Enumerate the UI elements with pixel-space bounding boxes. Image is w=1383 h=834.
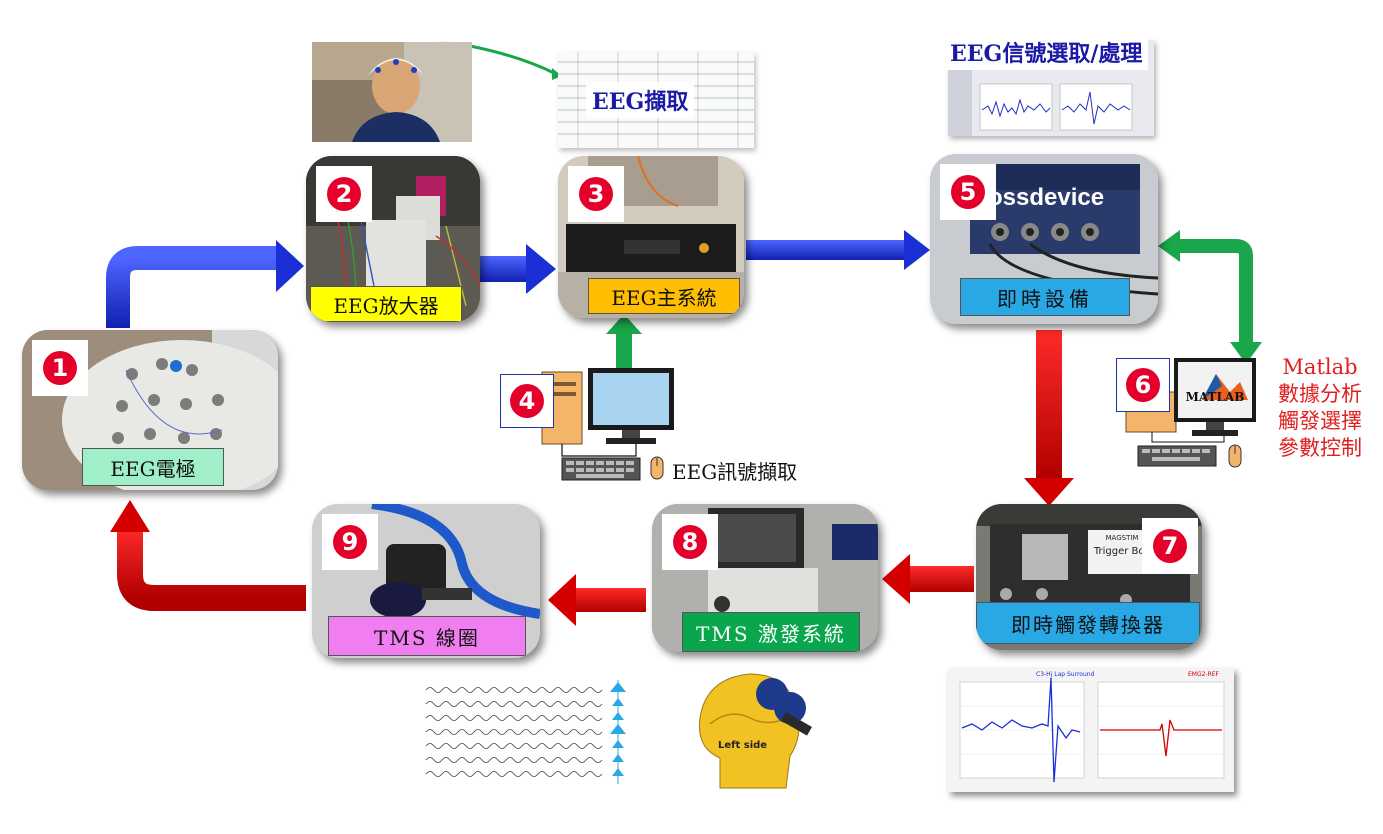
node-6-line-3: 觸發選擇	[1278, 409, 1362, 433]
node-3-eeg-main-system: 3 EEG主系統	[558, 156, 744, 318]
eeg-capture-caption: EEG擷取	[586, 82, 695, 118]
node-1-eeg-electrode: 1 EEG電極	[22, 330, 278, 490]
node-8-tms-system: 8 TMS 激發系統	[652, 504, 878, 652]
signal-selection-caption: EEG信號選取/處理	[944, 34, 1149, 70]
node-4-computer: 4	[496, 360, 696, 490]
emg-title-right: EMG2-REF	[1188, 671, 1220, 678]
node-4-number-box: 4	[500, 374, 554, 428]
node-6-number-box: 6	[1116, 358, 1170, 412]
node-1-label: EEG電極	[82, 448, 224, 486]
node-9-number: 9	[333, 525, 367, 559]
node-6-description: Matlab 數據分析 觸發選擇 參數控制	[1262, 354, 1378, 462]
node-5-realtime-device: ossdevice 5 即時設備	[930, 154, 1158, 324]
arrow-5-to-7	[1036, 330, 1062, 480]
arrow-9-to-1	[117, 528, 306, 611]
mouse-icon-2	[1228, 444, 1242, 468]
node-3-number-box: 3	[568, 166, 624, 222]
arrow-1-to-2	[106, 246, 278, 328]
node-2-eeg-amplifier: 2 EEG放大器	[306, 156, 480, 322]
node-7-label: 即時觸發轉換器	[976, 602, 1200, 644]
node-6-line-1: Matlab	[1282, 355, 1358, 379]
head-coil-illustration: Left side	[690, 668, 820, 792]
subject-eeg-cap-photo	[312, 42, 472, 142]
emg-title-left: C3-Hj Lap Surround	[1036, 671, 1095, 678]
bossdevice-logo-text: ossdevice	[988, 184, 1105, 211]
keyboard-icon	[560, 456, 642, 482]
node-6-number: 6	[1126, 368, 1160, 402]
node-1-number-box: 1	[32, 340, 88, 396]
node-5-number-box: 5	[940, 164, 996, 220]
arrow-5-to-6	[1178, 239, 1253, 346]
node-2-label: EEG放大器	[310, 286, 462, 322]
node-4-label: EEG訊號擷取	[672, 460, 798, 484]
node-4-number: 4	[510, 384, 544, 418]
arrow-3-to-4	[616, 330, 632, 380]
node-8-number: 8	[673, 525, 707, 559]
node-9-tms-coil: 9 TMS 線圈	[312, 504, 540, 658]
signal-processing-screenshot: EEG信號選取/處理	[944, 34, 1154, 136]
arrowhead-1-to-2	[276, 240, 304, 292]
eeg-traces-figure	[396, 680, 676, 788]
keyboard-icon-2	[1136, 444, 1218, 468]
node-6-matlab-computer: MATLAB 6	[1112, 352, 1262, 472]
node-7-trigger-converter: MAGSTIM Trigger Box 7 即時觸發轉換器	[976, 504, 1202, 650]
matlab-logo-text: MATLAB	[1185, 390, 1245, 404]
node-6-line-2: 數據分析	[1278, 382, 1362, 406]
node-8-number-box: 8	[662, 514, 718, 570]
node-2-number-box: 2	[316, 166, 372, 222]
node-5-label: 即時設備	[960, 278, 1130, 316]
left-side-label: Left side	[718, 740, 768, 751]
node-5-number: 5	[951, 175, 985, 209]
trigger-box-text-1: MAGSTIM	[1105, 534, 1139, 542]
eeg-capture-screenshot: EEG擷取	[558, 52, 754, 148]
trigger-box-text-2: Trigger Box	[1093, 546, 1151, 557]
node-1-number: 1	[43, 351, 77, 385]
computer-icon	[541, 368, 674, 457]
emg-response-plots: C3-Hj Lap Surround EMG2-REF	[948, 668, 1234, 792]
mouse-icon	[650, 456, 664, 480]
node-8-label: TMS 激發系統	[682, 612, 860, 652]
node-7-number-box: 7	[1142, 518, 1198, 574]
node-9-label: TMS 線圈	[328, 616, 526, 656]
node-9-number-box: 9	[322, 514, 378, 570]
node-3-label: EEG主系統	[588, 278, 740, 314]
arrow-7-to-8	[908, 566, 974, 592]
node-7-number: 7	[1153, 529, 1187, 563]
arrow-8-to-9	[574, 588, 646, 612]
node-6-line-4: 參數控制	[1278, 436, 1362, 460]
arrow-3-to-5	[746, 240, 906, 260]
node-2-number: 2	[327, 177, 361, 211]
arrow-2-to-3	[480, 256, 528, 282]
arrowhead-9-to-1	[110, 500, 150, 532]
node-3-number: 3	[579, 177, 613, 211]
